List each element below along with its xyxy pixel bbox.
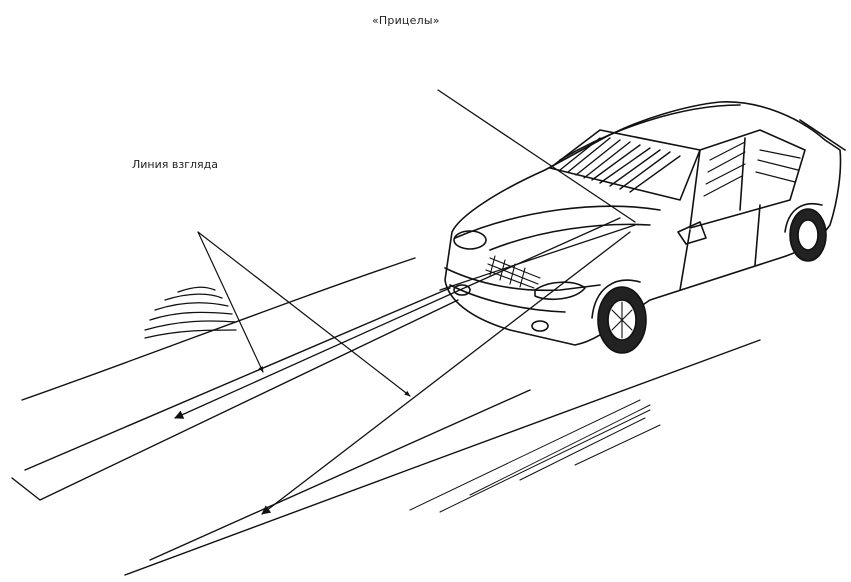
- car-bumper: [444, 267, 601, 292]
- pointer-to-lane-arrow: [197, 231, 264, 373]
- car-pillar: [739, 137, 746, 211]
- car-hood: [454, 205, 661, 239]
- road-lane-divider: [11, 299, 459, 501]
- sight-lines: [174, 89, 636, 515]
- car: [444, 101, 846, 354]
- side-mirror: [677, 221, 707, 245]
- car-grille: [485, 255, 541, 289]
- car-side-window: [689, 129, 806, 229]
- sight-line-3: [437, 89, 636, 223]
- road-edge-near: [124, 339, 761, 576]
- road: [11, 257, 761, 576]
- left-headlight: [453, 230, 487, 250]
- pointer-to-upper-arrow: [197, 231, 411, 397]
- rear-wheel: [789, 208, 827, 262]
- windshield-hatching: [559, 137, 681, 193]
- line-of-sight-label: Линия взгляда: [132, 158, 218, 171]
- right-headlight: [534, 281, 586, 301]
- car-roof: [559, 104, 741, 161]
- road-lane-upper: [149, 389, 531, 561]
- sight-line-2: [261, 231, 631, 515]
- motion-marks: [144, 286, 237, 339]
- front-wheel: [597, 286, 647, 354]
- sight-line-1: [174, 217, 621, 419]
- side-window-hatching: [703, 141, 801, 197]
- road-edge-far: [21, 257, 416, 401]
- road-near-hatch: [409, 399, 661, 513]
- diagram-title: «Прицелы»: [372, 14, 440, 27]
- car-body: [444, 101, 842, 346]
- road-lane-divider-lower: [24, 287, 451, 471]
- gaze-label-pointers: [197, 231, 411, 397]
